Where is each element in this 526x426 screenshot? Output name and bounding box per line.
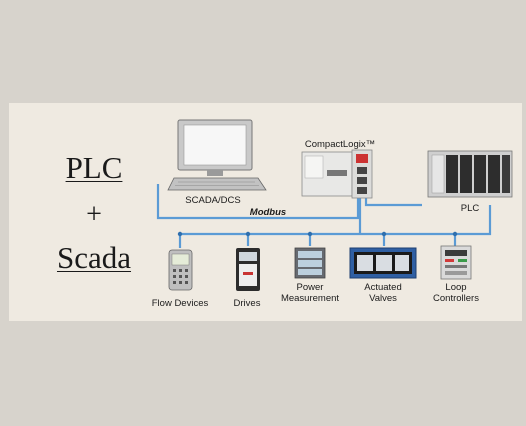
actuated-valves-icon [349, 247, 417, 279]
device-label-valves-2: Valves [369, 293, 397, 304]
flow-device-icon [168, 249, 193, 291]
device-label-loop: Loop [445, 282, 466, 293]
device-label-valves: Actuated [364, 282, 402, 293]
bus-junctions [177, 231, 458, 237]
plc-rack-icon [427, 150, 513, 198]
diagram-panel [9, 103, 522, 321]
device-label-power-2: Measurement [281, 293, 339, 304]
device-label-power: Power [297, 282, 324, 293]
scada-computer-icon [167, 119, 267, 191]
title-plus: + [86, 199, 102, 230]
compactlogix-controller-icon [301, 149, 373, 199]
plc-link [364, 196, 422, 207]
title-plc: PLC [65, 150, 123, 185]
device-bus [178, 205, 492, 248]
power-meter-icon [294, 247, 326, 279]
drive-icon [236, 248, 260, 291]
title-scada: Scada [56, 240, 132, 275]
scada-label: SCADA/DCS [185, 195, 240, 206]
plc-label: PLC [461, 203, 480, 214]
device-label-flow: Flow Devices [152, 298, 209, 309]
device-label-drives: Drives [234, 298, 261, 309]
compactlogix-label: CompactLogix™ [305, 139, 375, 150]
device-label-loop-2: Controllers [433, 293, 479, 304]
loop-controller-icon [440, 245, 472, 280]
modbus-label: Modbus [250, 207, 286, 218]
